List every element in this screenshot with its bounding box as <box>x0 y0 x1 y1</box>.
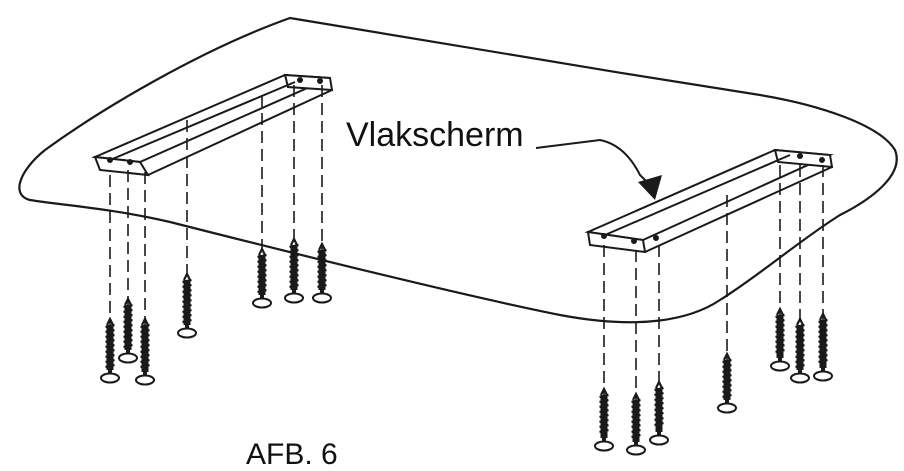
screw <box>717 195 737 414</box>
screw-shaft <box>124 305 132 350</box>
screw <box>252 95 272 309</box>
screw-shaft <box>796 325 804 370</box>
screw-shaft <box>632 400 640 442</box>
screw-head <box>717 402 737 414</box>
screw-set <box>100 85 833 456</box>
screw-shaft <box>318 250 326 290</box>
assembly-diagram <box>18 16 898 456</box>
screw-shaft <box>141 325 149 372</box>
callout-arrow <box>535 138 662 200</box>
right-mounting-rail <box>584 148 834 254</box>
screw <box>649 245 669 446</box>
screw <box>100 175 120 384</box>
screw-head <box>770 360 790 372</box>
left-mounting-rail <box>91 73 334 177</box>
screw <box>790 165 810 384</box>
screw <box>118 170 138 364</box>
screw-shaft <box>258 255 266 295</box>
screw-shaft <box>600 395 608 438</box>
screw <box>177 120 197 339</box>
screw <box>813 165 833 382</box>
screw-shaft <box>106 325 114 370</box>
screw-head <box>118 352 138 364</box>
screw-head <box>284 292 304 304</box>
flat-screen-label: Vlakscherm <box>346 116 524 154</box>
screw <box>312 85 332 304</box>
screw-shaft <box>723 360 731 400</box>
screw <box>770 165 790 372</box>
screw-head <box>626 444 646 456</box>
screw-shaft <box>819 320 827 368</box>
screw <box>284 85 304 304</box>
screw-head <box>594 440 614 452</box>
screw-head <box>135 374 155 386</box>
figure-caption: AFB. 6 <box>246 438 338 471</box>
screw <box>594 245 614 452</box>
screw-head <box>100 372 120 384</box>
screw-head <box>813 370 833 382</box>
screw-shaft <box>290 245 298 290</box>
screw-head <box>790 372 810 384</box>
screw-head <box>252 297 272 309</box>
screw-head <box>649 434 669 446</box>
screw <box>135 172 155 386</box>
screw-head <box>177 327 197 339</box>
screw <box>626 250 646 456</box>
screw-shaft <box>776 315 784 358</box>
screw-head <box>312 292 332 304</box>
screw-shaft <box>655 388 663 432</box>
screw-shaft <box>183 280 191 325</box>
